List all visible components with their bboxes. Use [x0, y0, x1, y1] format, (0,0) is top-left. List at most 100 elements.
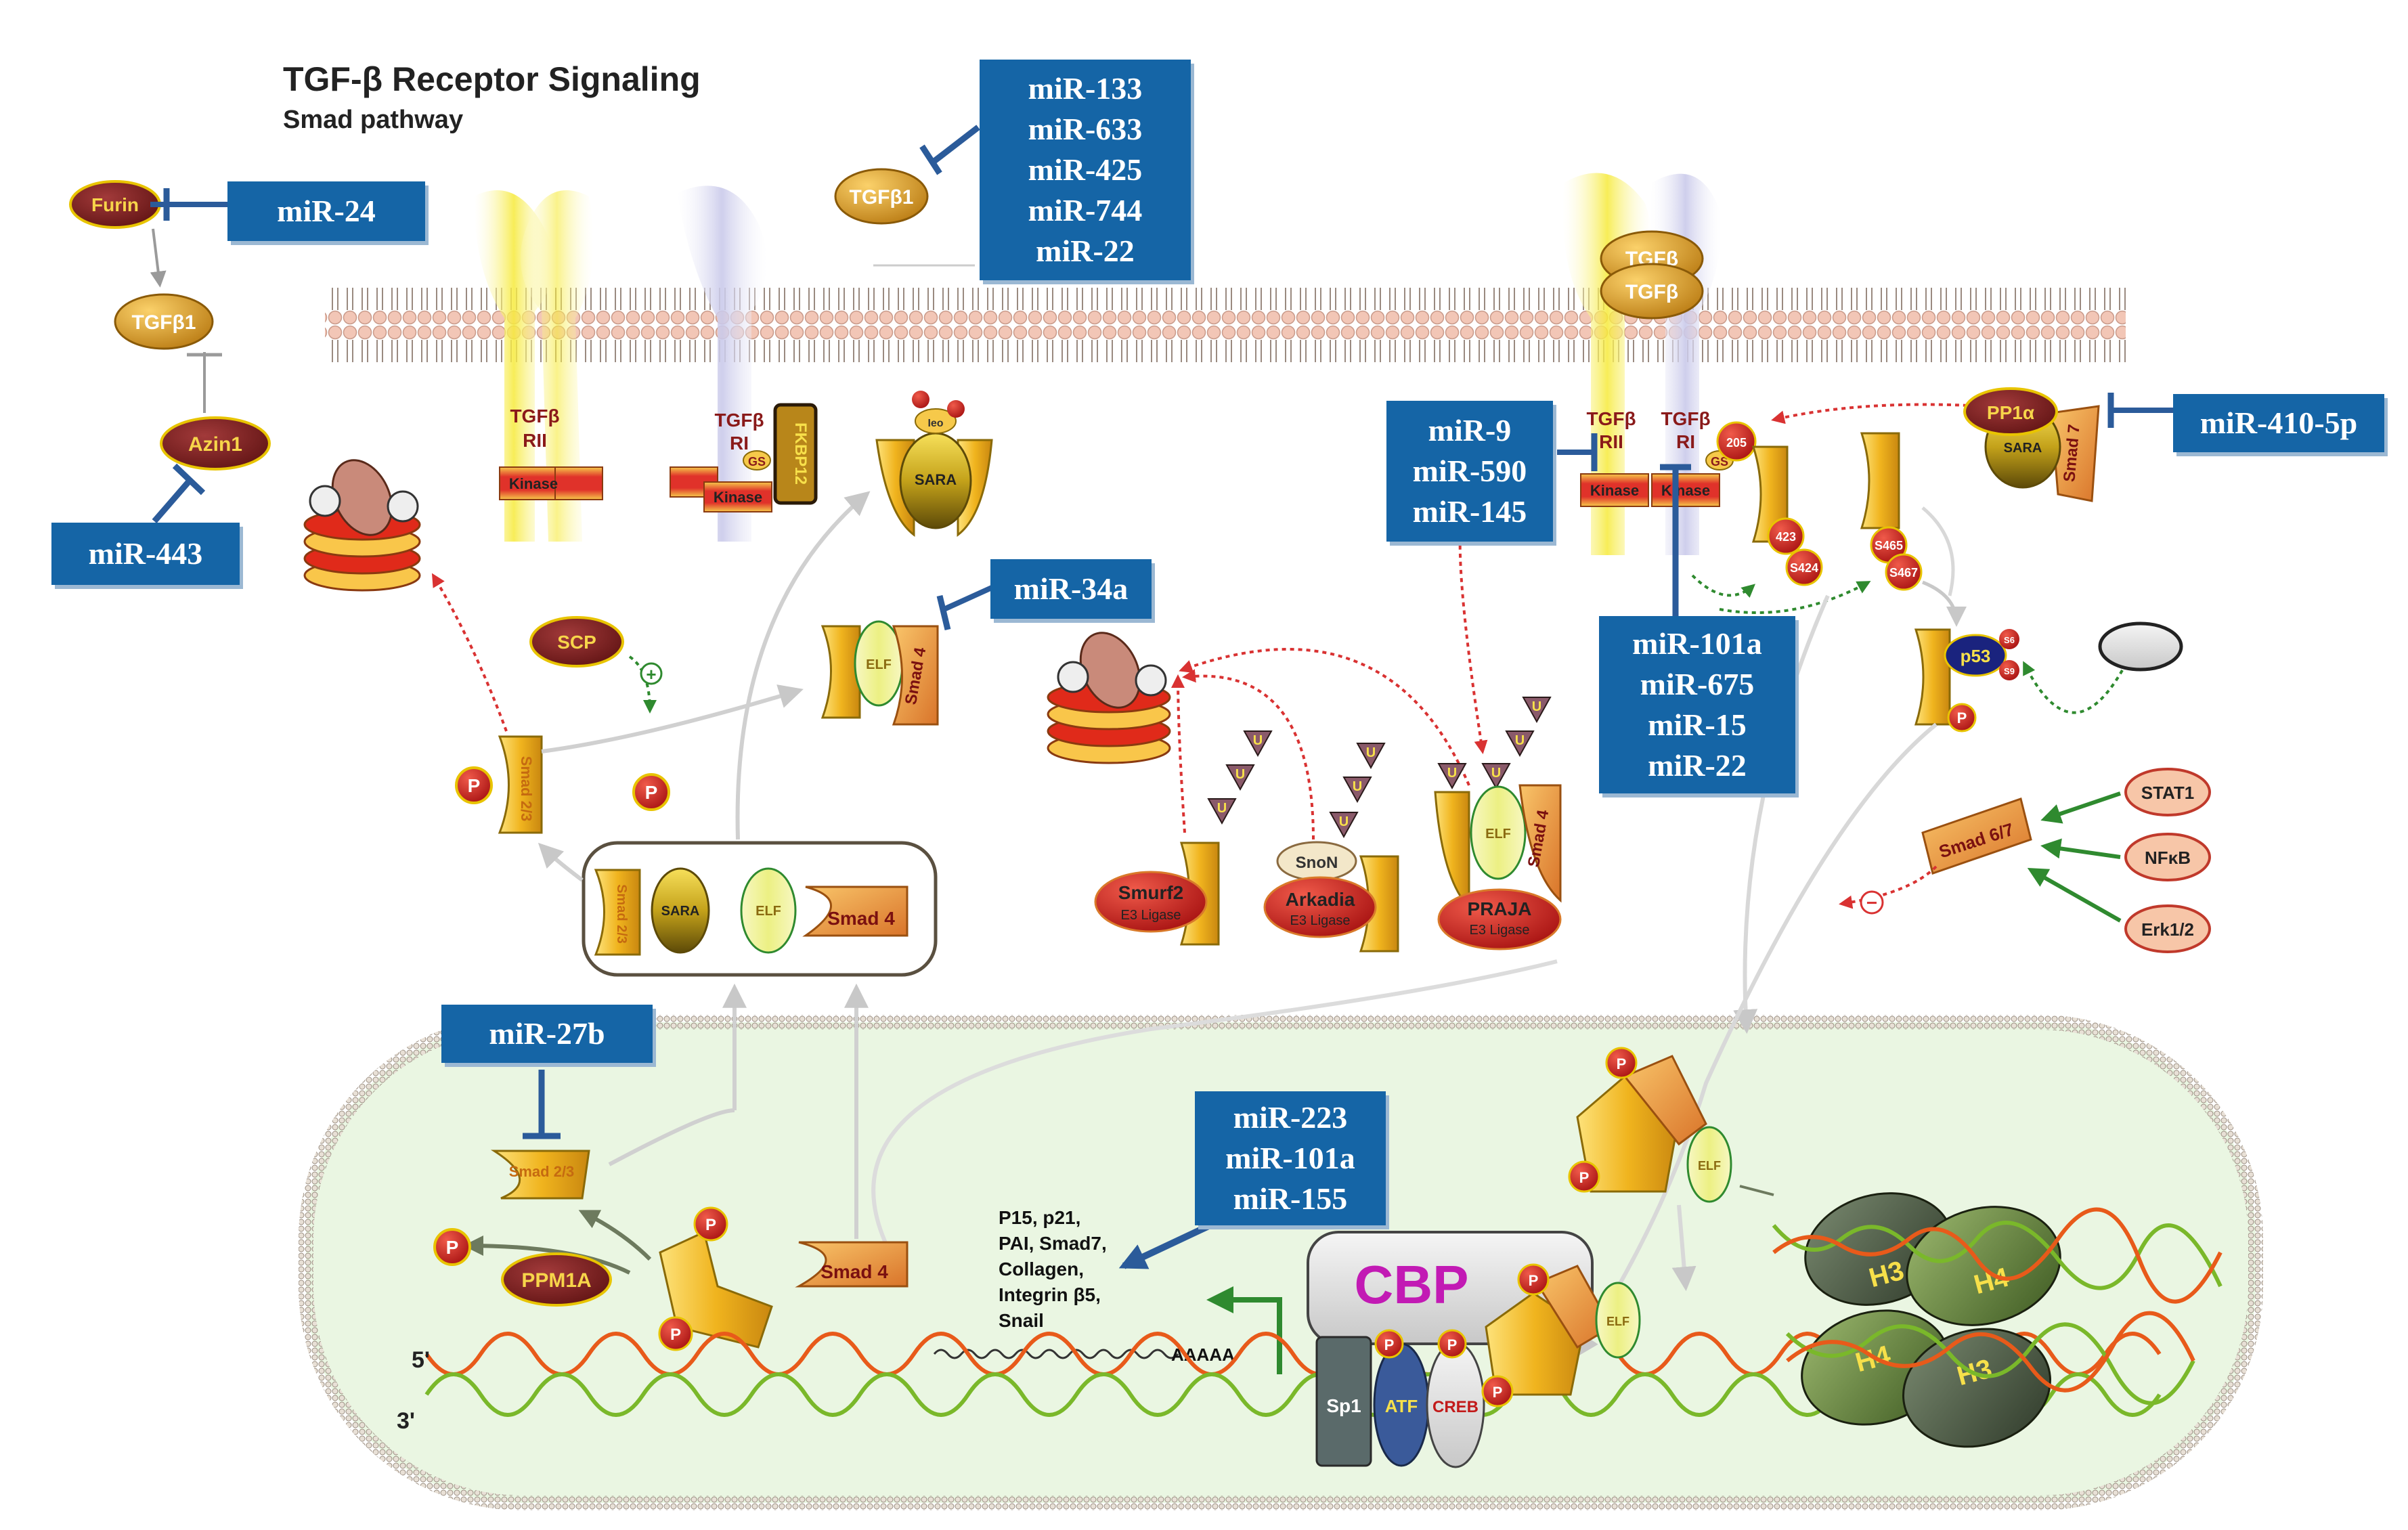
smad-sara-membrane: SARA Ieo [875, 391, 993, 538]
svg-text:Kinase: Kinase [1661, 482, 1710, 499]
svg-text:Kinase: Kinase [1590, 482, 1639, 499]
smad-elf-smad4-cytosol: ELF Smad 4 [820, 620, 939, 726]
plasma-membrane [325, 283, 2126, 368]
svg-text:TGFβ: TGFβ [714, 410, 764, 431]
svg-text:P: P [1529, 1272, 1539, 1289]
target-gene-line-5: Snail [999, 1310, 1044, 1331]
mirna-box-mir443: miR-443 [51, 523, 240, 585]
mirna-box-mir34a: miR-34a [990, 559, 1152, 619]
smad23-phospho-left: Smad 2/3 P [455, 735, 543, 834]
svg-text:P: P [1579, 1169, 1590, 1186]
smad4-in-complex: Smad 4 [802, 886, 909, 937]
svg-text:TGFβ: TGFβ [1661, 408, 1710, 429]
svg-text:GS: GS [748, 455, 766, 468]
svg-text:P: P [1384, 1336, 1395, 1353]
inhibit-tgfb1-line [932, 125, 980, 164]
svg-text:CBP: CBP [1355, 1254, 1469, 1315]
stat1-node: STAT1 [2124, 768, 2211, 816]
diagram-title: TGF-β Receptor Signaling [283, 60, 701, 98]
sara-in-complex: SARA [651, 867, 710, 954]
svg-text:Kinase: Kinase [509, 475, 558, 492]
smad-trimer-nuclear: ELF P P [1568, 1047, 1732, 1203]
svg-text:RII: RII [1599, 431, 1623, 452]
svg-text:SARA: SARA [661, 904, 700, 919]
phospho-free-2: P [433, 1228, 471, 1266]
diagram-subtitle: Smad pathway [283, 106, 464, 134]
svg-text:Smad 2/3: Smad 2/3 [509, 1163, 575, 1180]
svg-text:ELF: ELF [756, 904, 781, 919]
svg-text:PPM1A: PPM1A [521, 1269, 591, 1292]
svg-text:TGFβ: TGFβ [1625, 281, 1678, 303]
inhibit-azin1-bar [172, 463, 206, 496]
svg-text:+: + [646, 664, 656, 684]
svg-text:ELF: ELF [1606, 1315, 1629, 1328]
smurf2-ligase: Smurf2 E3 Ligase [1094, 842, 1220, 946]
svg-text:S6: S6 [2004, 635, 2015, 645]
svg-text:Smad 2/3: Smad 2/3 [518, 756, 535, 822]
inhibit-azin1-line [152, 479, 192, 523]
inhibit-tgfb1-bar [919, 144, 942, 175]
ubiquitin-chain-arkadia: U U U [1329, 743, 1386, 839]
mirna-box-receptor-rii: miR-9 miR-590 miR-145 [1386, 401, 1553, 542]
ubiquitin-chain-praja: U U U U [1437, 697, 1552, 790]
sp1-factor: Sp1 [1315, 1336, 1372, 1467]
svg-text:p53: p53 [1961, 646, 1991, 666]
svg-text:TGFβ1: TGFβ1 [132, 311, 196, 334]
svg-text:U: U [1491, 766, 1501, 781]
svg-text:P: P [1617, 1055, 1627, 1072]
svg-text:TGFβ: TGFβ [1586, 408, 1636, 429]
arkadia-ligase: SnoN Arkadia E3 Ligase [1263, 841, 1399, 953]
tgfbrii-receptor-left: Kinase TGFβ RII [474, 190, 603, 542]
proteasome-left [303, 459, 421, 592]
smad-trimer-dna-bound: ELF P P [1481, 1263, 1641, 1407]
elf-in-complex: ELF [740, 867, 797, 954]
svg-text:STAT1: STAT1 [2141, 783, 2194, 803]
tgfb-ligand-dimer: TGFβ TGFβ [1600, 230, 1704, 320]
svg-text:E3 Ligase: E3 Ligase [1470, 923, 1530, 938]
svg-text:Erk1/2: Erk1/2 [2141, 919, 2194, 940]
svg-text:P: P [670, 1326, 681, 1344]
svg-text:Smad 4: Smad 4 [827, 908, 895, 929]
svg-text:SCP: SCP [557, 632, 596, 653]
svg-text:Smad 2/3: Smad 2/3 [614, 884, 629, 944]
svg-text:RII: RII [523, 430, 547, 451]
svg-text:S467: S467 [1889, 566, 1918, 580]
svg-text:U: U [1515, 733, 1525, 748]
svg-text:PP1α: PP1α [1987, 402, 2034, 423]
target-gene-line-4: Integrin β5, [999, 1284, 1101, 1305]
smad2-phospho-right: 205 423 S424 [1716, 421, 1823, 586]
svg-text:P: P [1957, 709, 1967, 726]
creb-factor: CREB P [1426, 1329, 1485, 1468]
svg-text:U: U [1339, 814, 1349, 829]
smad67-node: Smad 6/7 [1921, 797, 2032, 875]
svg-text:U: U [1366, 745, 1376, 760]
erk12-node: Erk1/2 [2124, 904, 2211, 953]
svg-text:U: U [1353, 779, 1362, 794]
svg-text:NFκB: NFκB [2145, 848, 2191, 868]
svg-text:U: U [1217, 801, 1227, 816]
svg-text:P: P [1493, 1384, 1503, 1401]
smad23-nuclear: Smad 2/3 [490, 1150, 590, 1200]
svg-text:ELF: ELF [1485, 827, 1511, 842]
praja-ligase: ELF Smad 4 PRAJA E3 Ligase [1434, 784, 1562, 950]
svg-text:SARA: SARA [2004, 441, 2042, 456]
svg-text:SARA: SARA [915, 471, 957, 488]
tgfbri-receptor-left: Kinase TGFβ RI GS FKBP12 [670, 185, 818, 542]
svg-text:P: P [705, 1216, 716, 1234]
svg-text:Smurf2: Smurf2 [1118, 882, 1183, 903]
mirna-box-mir27b: miR-27b [441, 1005, 653, 1063]
svg-text:Kinase: Kinase [714, 489, 762, 506]
ubiquitin-chain-smurf2: U U U [1207, 730, 1273, 825]
azin1-node: Azin1 [160, 416, 271, 471]
svg-text:U: U [1235, 767, 1245, 782]
mirna-box-target-genes: miR-223 miR-101a miR-155 [1195, 1091, 1386, 1225]
svg-text:E3 Ligase: E3 Ligase [1290, 913, 1351, 928]
svg-text:TGFβ: TGFβ [510, 406, 559, 427]
svg-text:Ieo: Ieo [927, 418, 943, 429]
svg-text:−: − [1866, 892, 1877, 913]
smad3-phospho-right: S465 S467 [1860, 432, 1923, 591]
mirna-box-receptor-ri: miR-101a miR-675 miR-15 miR-22 [1599, 616, 1795, 793]
svg-text:RI: RI [1676, 431, 1695, 452]
